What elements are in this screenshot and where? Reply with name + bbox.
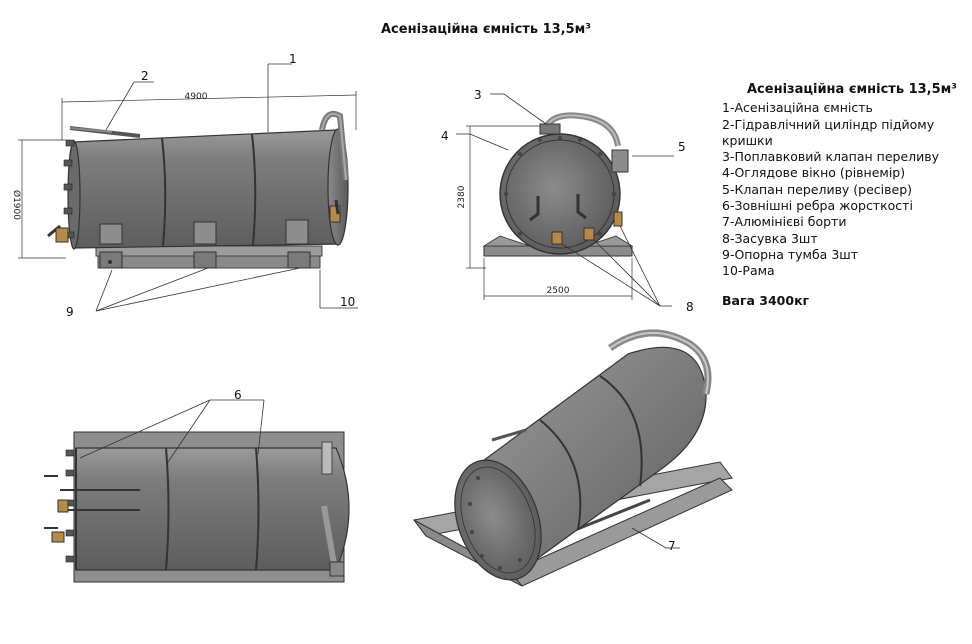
drawing-title: Асенізаційна ємність 13,5м³ [381,22,591,37]
callout-2: 2 [141,69,149,83]
side-dimensions [18,91,357,259]
callout-6: 6 [234,388,242,402]
iso-view [413,329,733,587]
top-leaders [79,399,265,463]
legend-item-1: 1-Асенізаційна ємність [722,100,873,116]
front-dimensions [466,125,633,300]
legend-title: Асенізаційна ємність 13,5м³ [747,82,957,97]
legend: Асенізаційна ємність 13,5м³ 1-Асенізацій… [722,82,968,280]
legend-item-8: 8-Засувка 3шт [722,230,818,246]
dim-width: 2500 [547,286,570,296]
side-view [47,110,349,269]
legend-item-3: 3-Поплавковий клапан переливу [722,149,940,165]
callout-1: 1 [289,52,297,66]
front-leaders [456,93,674,307]
legend-item-5: 5-Клапан переливу (ресівер) [722,181,913,197]
dim-height: 2380 [457,185,467,208]
callout-7: 7 [668,539,676,553]
callout-9: 9 [66,305,74,319]
legend-item-10: 10-Рама [722,263,775,279]
legend-item-6: 6-Зовнішні ребра жорсткості [722,198,913,214]
legend-item-9: 9-Опорна тумба 3шт [722,246,858,262]
side-leaders [95,63,358,312]
callout-3: 3 [474,88,482,102]
callout-8: 8 [686,300,694,314]
iso-leaders [631,527,680,549]
callout-10: 10 [340,295,355,309]
front-view [482,112,634,257]
weight-label: Вага 3400кг [722,293,810,308]
callout-4: 4 [441,129,449,143]
dim-diameter: Ø1900 [11,190,22,220]
legend-item-2: 2-Гідравлічний циліндр підйому кришки [722,116,935,148]
callout-5: 5 [678,140,686,154]
legend-item-7: 7-Алюмінієві борти [722,214,847,230]
legend-item-4: 4-Оглядове вікно (рівнемір) [722,165,906,181]
dim-length: 4900 [185,92,208,102]
top-view [44,431,350,583]
